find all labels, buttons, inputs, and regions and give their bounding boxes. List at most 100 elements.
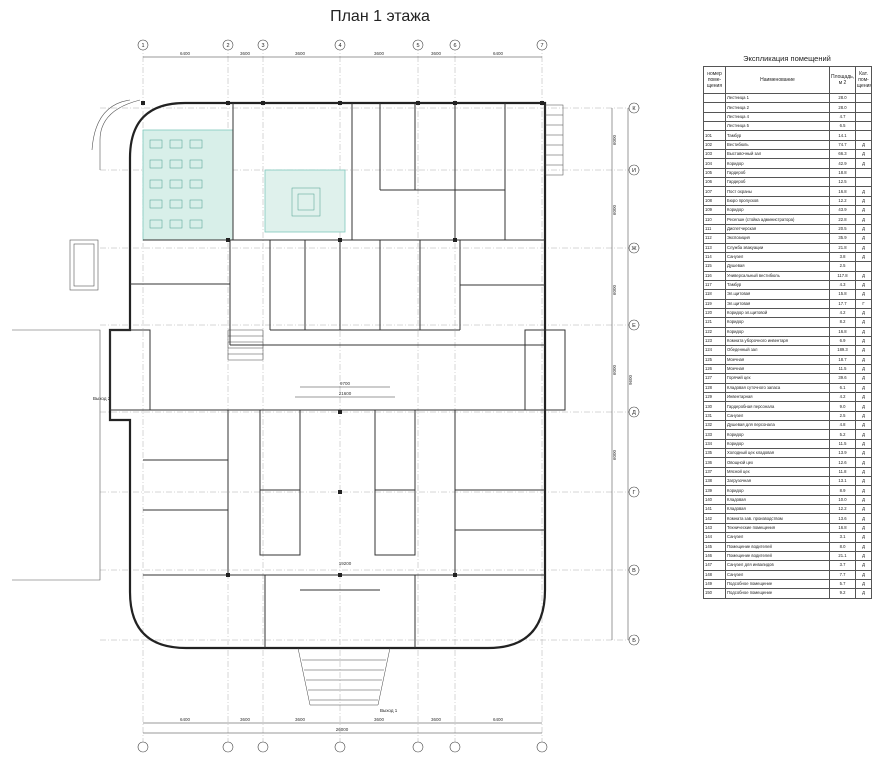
room-area: 17.7	[829, 298, 856, 309]
room-category: Д	[855, 242, 872, 253]
dim-bottom-5: 3600	[431, 717, 442, 722]
room-number	[703, 92, 726, 104]
room-area: 4.7	[829, 111, 856, 123]
room-name: Моечная	[725, 363, 830, 375]
room-area: 13.6	[829, 513, 856, 524]
room-category: Д	[855, 438, 872, 450]
dim-center-1: 9700	[340, 381, 351, 386]
room-number: 142	[703, 513, 726, 524]
exit-1-label: Выход 1	[380, 708, 398, 713]
room-number: 101	[703, 130, 726, 141]
axis-1: 1	[141, 43, 144, 49]
room-category	[855, 92, 872, 104]
room-name: Помещение водителей	[725, 541, 830, 552]
room-name: Санузел	[725, 251, 830, 263]
axis-bubbles	[137, 39, 640, 753]
axis-3: 3	[261, 43, 264, 49]
room-category: Д	[855, 541, 872, 552]
room-number: 102	[703, 139, 726, 151]
room-category: Д	[855, 476, 872, 487]
room-name: Горячий цех	[725, 373, 830, 384]
room-name: Тамбур	[725, 130, 830, 141]
axis-row-b: Б	[632, 638, 636, 644]
schedule-title: Экспликация помещений	[743, 54, 831, 63]
axis-5: 5	[416, 43, 419, 49]
room-area: 39.6	[829, 373, 856, 384]
room-area: 12.6	[829, 457, 856, 468]
room-category: Д	[855, 578, 872, 590]
room-number: 113	[703, 242, 726, 253]
room-category	[855, 102, 872, 113]
room-area: 18.8	[829, 167, 856, 179]
room-number: 112	[703, 233, 726, 244]
floor-plan: 1 2 3 4 5 6 7 К И Ж Е Д Г В Б 6400 3600 …	[12, 39, 640, 753]
room-category: Д	[855, 522, 872, 534]
room-area: 66.3	[829, 149, 856, 160]
room-area: 16.8	[829, 522, 856, 534]
schedule-table: номер поме-щения Наименование Площадь, м…	[703, 66, 872, 599]
room-name: Коридор	[725, 205, 830, 216]
room-area: 16.8	[829, 186, 856, 197]
room-area: 8.9	[829, 485, 856, 496]
room-category: Д	[855, 186, 872, 197]
room-category	[855, 167, 872, 179]
room-category: Д	[855, 588, 872, 599]
dim-left-1: 6000	[612, 134, 617, 145]
room-number: 107	[703, 186, 726, 197]
room-area: 6.1	[829, 382, 856, 394]
room-name: Эл.щитовая	[725, 298, 830, 309]
room-area: 8.2	[829, 317, 856, 328]
room-category: Д	[855, 233, 872, 244]
room-category: Д	[855, 457, 872, 468]
room-name: Душевая для персонала	[725, 420, 830, 431]
room-area: 9.0	[829, 401, 856, 412]
room-name: Коридор	[725, 485, 830, 496]
room-category: Г	[855, 298, 872, 309]
room-area: 117.8	[829, 270, 856, 281]
room-area: 3.8	[829, 251, 856, 263]
room-number: 111	[703, 223, 726, 235]
room-area: 18.7	[829, 354, 856, 365]
room-area: 2.5	[829, 261, 856, 272]
room-category	[855, 261, 872, 272]
room-category: Д	[855, 391, 872, 403]
room-number: 143	[703, 522, 726, 534]
room-area: 3.7	[829, 560, 856, 571]
room-category: Д	[855, 410, 872, 422]
dim-top-2: 3600	[240, 51, 251, 56]
room-name: Кладовая	[725, 504, 830, 515]
schedule-header-row: номер поме-щения Наименование Площадь, м…	[703, 66, 872, 94]
room-category: Д	[855, 466, 872, 478]
room-area: 4.2	[829, 307, 856, 319]
room-category: Д	[855, 560, 872, 571]
room-area: 13.9	[829, 448, 856, 459]
room-category: Д	[855, 335, 872, 347]
dim-top-4: 3600	[374, 51, 385, 56]
room-number: 120	[703, 307, 726, 319]
room-category: Д	[855, 550, 872, 562]
room-area: 21.1	[829, 550, 856, 562]
building-outline	[108, 101, 547, 650]
exit-labels: Выход 2 Выход 1	[93, 396, 398, 713]
room-category	[855, 177, 872, 188]
room-category: Д	[855, 420, 872, 431]
room-number: 147	[703, 560, 726, 571]
room-number: 122	[703, 326, 726, 337]
room-number: 108	[703, 195, 726, 207]
